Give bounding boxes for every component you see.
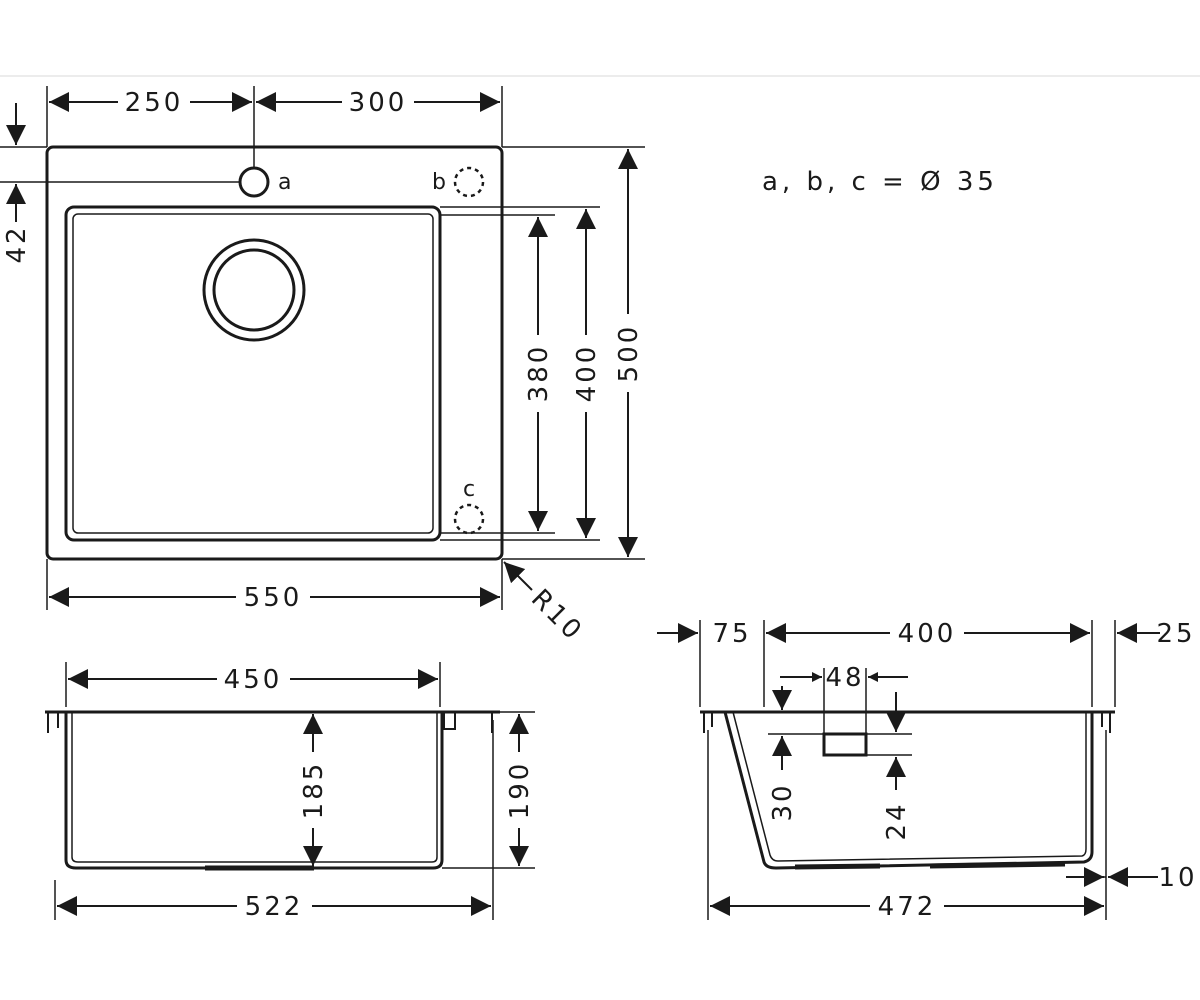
dim-r10: R10 xyxy=(525,584,589,648)
drain-outer xyxy=(202,238,306,342)
front-section-view: 450 185 190 522 xyxy=(45,662,535,922)
drain-inner xyxy=(212,248,296,332)
hole-label-c: c xyxy=(463,477,475,502)
dim-450: 450 xyxy=(224,665,283,695)
dim-24: 24 xyxy=(882,801,912,840)
dim-400-width: 400 xyxy=(898,619,957,649)
hole-label-b: b xyxy=(432,170,446,195)
dim-30: 30 xyxy=(768,782,798,821)
side-section-view: 75 400 25 48 30 24 10 472 xyxy=(657,619,1197,922)
dim-10: 10 xyxy=(1158,863,1197,893)
dim-25: 25 xyxy=(1156,619,1195,649)
tap-hole-a xyxy=(238,166,270,198)
basin-outline xyxy=(64,205,442,542)
overflow-slot xyxy=(822,732,868,757)
tap-hole-b xyxy=(453,166,485,198)
dim-48: 48 xyxy=(825,663,864,693)
hole-label-a: a xyxy=(278,170,291,195)
dim-185: 185 xyxy=(299,761,329,820)
dim-400-depth: 400 xyxy=(572,344,602,403)
dim-380: 380 xyxy=(524,344,554,403)
hole-diameter-note: a, b, c = Ø 35 xyxy=(762,167,998,197)
dim-300: 300 xyxy=(349,88,408,118)
tap-hole-c xyxy=(453,503,485,535)
plan-view: a b c 250 300 550 42 38 xyxy=(0,86,645,647)
dim-250: 250 xyxy=(125,88,184,118)
dim-42: 42 xyxy=(2,224,32,263)
dim-472: 472 xyxy=(878,892,937,922)
dim-522: 522 xyxy=(245,892,304,922)
basin-inner-outline xyxy=(72,213,434,534)
sink-outline xyxy=(45,145,504,561)
dim-190: 190 xyxy=(505,761,535,820)
dim-500: 500 xyxy=(614,324,644,383)
dim-550: 550 xyxy=(244,583,303,613)
dim-75: 75 xyxy=(712,619,751,649)
